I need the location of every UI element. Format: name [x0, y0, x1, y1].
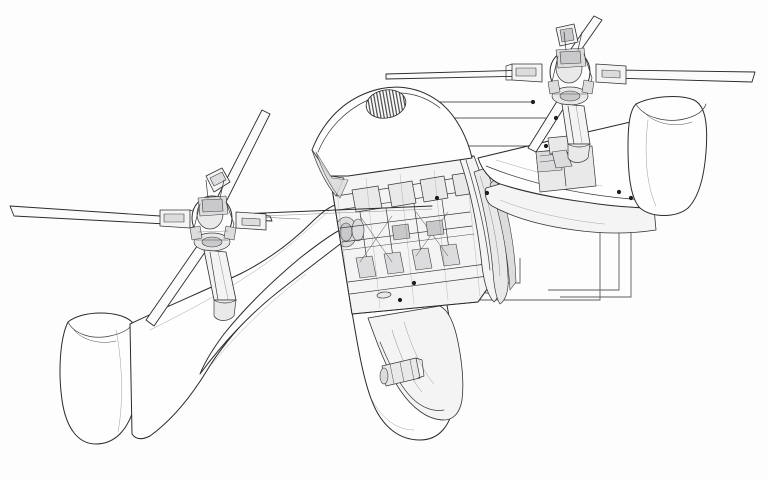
callout-dot-8 — [616, 189, 622, 195]
callout-dot-7 — [397, 297, 403, 303]
callout-dot-3 — [543, 143, 549, 149]
fuselage-body — [199, 229, 456, 441]
callout-dot-9 — [628, 195, 634, 201]
nose-vent-grille — [365, 89, 407, 119]
callout-dot-2 — [553, 115, 559, 121]
right-rotor-assembly — [385, 15, 756, 163]
callout-dot-1 — [530, 99, 536, 105]
callout-dot-5 — [484, 190, 490, 196]
callout-dot-6 — [411, 280, 417, 286]
blade-grip-upper — [555, 23, 579, 47]
rotor-hub — [189, 179, 237, 252]
callout-dot-4 — [434, 195, 440, 201]
rotor-mast — [203, 249, 237, 321]
blade-grip-left — [505, 63, 543, 83]
callout-dots — [397, 99, 634, 303]
blade-grip-right — [595, 63, 627, 85]
cutaway-shell-rim — [459, 155, 517, 305]
rotor-mast — [561, 103, 591, 163]
right-boom — [477, 117, 657, 234]
left-nacelle-pod — [59, 312, 140, 445]
blade-grip-upper — [205, 167, 231, 193]
right-nacelle-pod — [627, 96, 708, 216]
blade-grip-right — [235, 211, 267, 231]
main-drive-shaft — [239, 205, 433, 218]
lower-actuator-cylinder — [379, 357, 425, 387]
nose-cowling — [311, 86, 473, 199]
left-rotor-assembly — [9, 109, 301, 327]
rotor-hub — [547, 31, 595, 106]
